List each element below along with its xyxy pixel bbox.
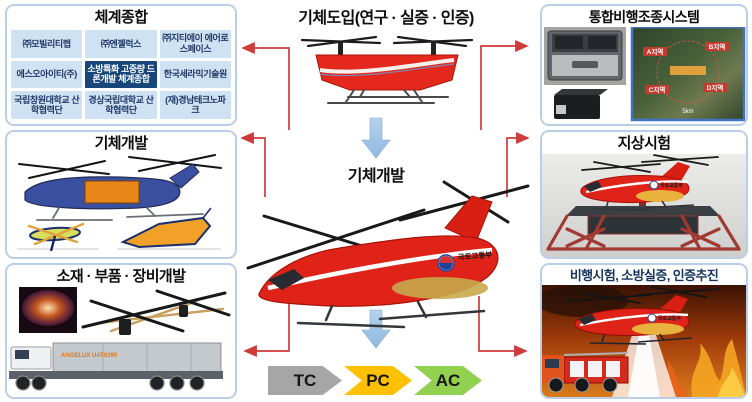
truck-window — [15, 350, 29, 359]
rotor-assembly-icon — [81, 289, 231, 335]
helicopter-belly — [392, 277, 488, 299]
panel-title: 통합비행조종시스템 — [588, 9, 700, 25]
helicopter-tail-pylon — [444, 195, 493, 243]
cad-skids-icon — [36, 207, 204, 221]
org-cell: ㈜엔젤럭스 — [85, 30, 157, 58]
map-zone-c: C지역 — [645, 84, 669, 94]
ground-control-station-photo — [544, 26, 626, 85]
connector-to-airframe-dev — [240, 132, 266, 197]
panel-flight-test: 비행시험, 소방실증, 인증추진 — [540, 263, 748, 399]
svg-text:C지역: C지역 — [649, 85, 666, 94]
down-arrow-bottom — [361, 309, 391, 349]
drone-mast-right — [431, 42, 436, 55]
firefighting-heli-marking-text: 국토교통부 — [658, 315, 681, 322]
airframe-cad-illustration — [17, 154, 222, 252]
connector-to-flight-test — [478, 296, 528, 357]
panel-title: 소재 · 부품 · 장비개발 — [56, 268, 186, 285]
panel-flight-control: 통합비행조종시스템 — [540, 4, 748, 126]
helicopter-cockpit-window — [268, 269, 304, 290]
map-zone-d: D지역 — [703, 82, 727, 92]
map-zone-a: A지역 — [643, 46, 667, 56]
panel-title: 지상시험 — [617, 135, 671, 152]
org-cell-highlight: 소방특화 고중량 드론개발 체계종합 — [85, 60, 157, 89]
org-cell: 에스오아이티(주) — [11, 60, 83, 89]
drone-skids-icon — [327, 89, 449, 104]
transport-truck-icon: ANGELUX UAT6390 — [9, 342, 223, 391]
container-marking-text: ANGELUX UAT6390 — [61, 353, 118, 359]
cad-cargo-bay — [84, 180, 140, 204]
cad-rotors-icon — [18, 154, 222, 179]
org-cell: (재)경남테크노파크 — [159, 91, 231, 119]
cfd-plot-right — [117, 207, 221, 250]
intro-title: 기체도입(연구 · 실증 · 인증) — [298, 10, 474, 27]
panel-title: 체계종합 — [94, 9, 148, 26]
truck-wheels — [15, 375, 205, 391]
svg-text:B지역: B지역 — [709, 42, 726, 51]
truck-container — [52, 342, 222, 377]
panel-title: 비행시험, 소방실증, 인증추진 — [569, 268, 719, 283]
flames-icon — [542, 284, 746, 397]
test-heli-marking-text: 국토교통부 — [660, 182, 683, 189]
operation-area-map: A지역 B지역 C지역 D지역 — [630, 26, 746, 122]
connector-to-system-integration — [241, 42, 290, 130]
map-scale-text: 5km — [682, 109, 693, 115]
connector-to-materials — [243, 296, 290, 357]
intro-drone-illustration — [300, 35, 474, 104]
panel-title: 기체개발 — [94, 135, 148, 152]
process-step-pc: PC — [344, 366, 412, 395]
flight-test-illustration: 국토교통부 — [542, 284, 746, 397]
helicopter-skids-icon — [296, 300, 486, 329]
helicopter-marking-text: 국토교통부 — [457, 250, 492, 262]
org-cell: 한국세라믹기술원 — [159, 60, 231, 89]
svg-text:D지역: D지역 — [707, 83, 724, 92]
panel-materials: 소재 · 부품 · 장비개발 — [5, 263, 237, 399]
org-grid: ㈜모빌리티랩 ㈜엔젤럭스 ㈜지티에이 에어로스페이스 에스오아이티(주) 소방특… — [7, 28, 235, 124]
connector-to-ground-test — [506, 132, 530, 197]
government-roundel-icon — [437, 254, 455, 272]
avionics-box-photo — [554, 88, 608, 119]
process-step-ac: AC — [414, 366, 482, 395]
center-helicopter-illustration: 국토교통부 — [246, 180, 530, 329]
center-dev-label: 기체개발 — [347, 168, 405, 185]
cad-tail — [169, 163, 200, 189]
map-zone-b: B지역 — [705, 41, 729, 51]
svg-text:A지역: A지역 — [647, 47, 664, 56]
drone-stripe-accent — [319, 63, 455, 77]
flight-control-illustration: A지역 B지역 C지역 D지역 — [544, 26, 746, 122]
flame-burst — [22, 290, 74, 326]
materials-illustration: ANGELUX UAT6390 — [9, 287, 231, 391]
org-cell: 국립창원대학교 산학협력단 — [11, 91, 83, 119]
panel-ground-test: 지상시험 — [540, 130, 748, 259]
process-step-tc: TC — [268, 366, 342, 395]
org-cell: ㈜모빌리티랩 — [11, 30, 83, 58]
ground-test-illustration: 국토교통부 — [542, 154, 746, 257]
process-row: TC PC AC — [268, 366, 484, 396]
firefighting-helicopter-icon: 국토교통부 — [565, 285, 719, 345]
org-cell: ㈜지티에이 에어로스페이스 — [159, 30, 231, 58]
test-helicopter-icon: 국토교통부 — [580, 154, 719, 211]
org-cell: 경상국립대학교 산학협력단 — [85, 91, 157, 119]
fire-truck-icon — [542, 351, 629, 393]
drone-stripe — [319, 58, 455, 74]
connector-to-flight-control — [480, 40, 529, 130]
map-center-site-chip — [670, 65, 706, 75]
truck-chassis — [9, 371, 223, 379]
panel-system-integration: 체계종합 ㈜모빌리티랩 ㈜엔젤럭스 ㈜지티에이 에어로스페이스 에스오아이티(주… — [5, 4, 237, 126]
panel-airframe-dev: 기체개발 — [5, 130, 237, 259]
drone-mast-left — [338, 42, 343, 55]
red-connectors — [240, 40, 530, 357]
down-arrow-top — [361, 117, 391, 159]
test-rig-icon — [546, 194, 741, 251]
drone-rotors-icon — [300, 35, 474, 48]
cfd-plot-left — [17, 222, 99, 252]
